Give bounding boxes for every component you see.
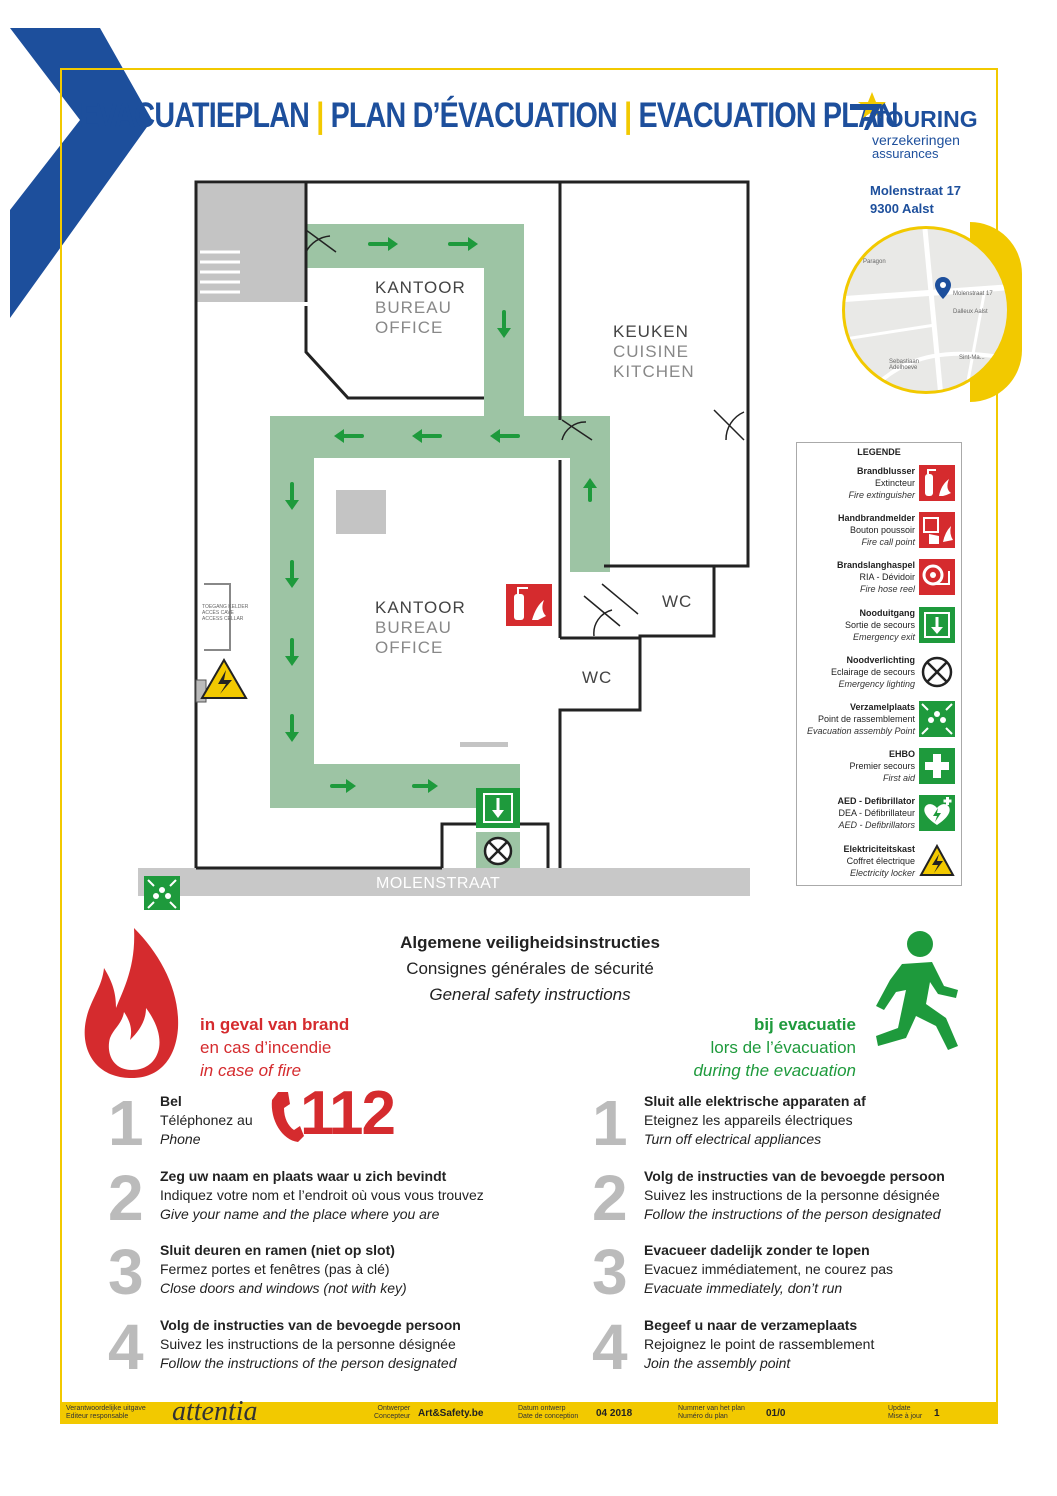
corner-chevron-decoration — [10, 28, 152, 318]
instructions-header: Algemene veiligheidsinstructies Consigne… — [400, 933, 660, 1004]
step-number: 2 — [592, 1161, 628, 1234]
arrow-up-icon — [583, 478, 597, 502]
location-map: Molenstraat 17 Dalleux Aalst Sebastiaan … — [842, 226, 1010, 394]
address: Molenstraat 17 9300 Aalst — [870, 183, 962, 216]
arrow-down-icon — [285, 560, 299, 588]
fire-extinguisher-icon — [506, 584, 552, 626]
step-number: 4 — [108, 1310, 144, 1383]
flame-icon — [84, 928, 179, 1078]
stairs-area — [196, 184, 306, 302]
street-band — [138, 868, 750, 896]
step-number: 3 — [592, 1236, 628, 1309]
arrow-left-icon — [334, 429, 364, 443]
attentia-logo: attentia — [172, 1396, 258, 1427]
fire-heading: in geval van brand en cas d’incendie in … — [200, 1015, 350, 1080]
first-aid-icon — [919, 748, 955, 785]
step-number: 1 — [108, 1087, 144, 1159]
route-arrows — [285, 237, 597, 793]
step-number: 3 — [108, 1236, 144, 1309]
electricity-icon — [200, 658, 248, 699]
doors — [305, 229, 745, 637]
room-label-wc-1: WC — [662, 592, 693, 611]
room-label-wc-2: WC — [582, 668, 613, 687]
floor-plan — [138, 180, 750, 910]
step-text: Volg de instructies van de bevoegde pers… — [160, 1316, 461, 1371]
stairs-icon — [200, 250, 240, 294]
touring-logo: TOURING verzekeringen assurances — [846, 90, 986, 161]
step-number: 4 — [592, 1310, 628, 1383]
assembly-point-icon — [144, 876, 180, 910]
fire-extinguisher-icon — [919, 465, 955, 501]
column — [336, 490, 386, 534]
arrow-down-icon — [285, 714, 299, 742]
arrow-down-icon — [285, 482, 299, 510]
room-label-kitchen: KEUKEN CUISINE KITCHEN — [613, 322, 695, 381]
emergency-exit-icon — [476, 788, 520, 828]
emergency-exit-icon — [919, 606, 955, 643]
defibrillator-icon — [919, 795, 955, 832]
walls — [194, 180, 750, 870]
room-label-office-top: KANTOOR BUREAU OFFICE — [375, 278, 466, 337]
street-label: MOLENSTRAAT — [376, 875, 501, 892]
step-text: Zeg uw naam en plaats waar u zich bevind… — [160, 1167, 484, 1222]
arrow-right-icon — [448, 237, 478, 251]
evacuation-heading: bij evacuatie lors de l’évacuation durin… — [693, 1015, 856, 1080]
room-label-office-main: KANTOOR BUREAU OFFICE — [375, 598, 466, 657]
cellar-access — [204, 583, 231, 651]
assembly-point-icon — [919, 701, 955, 737]
map-pin-icon — [935, 277, 951, 299]
arrow-down-icon — [497, 310, 511, 338]
title-nl: EVACUATIEPLAN — [80, 96, 310, 135]
step-text: Sluit deuren en ramen (niet op slot)Ferm… — [160, 1242, 407, 1297]
arrow-left-icon — [490, 429, 520, 443]
cellar-access-label: TOEGANG KELDER ACCÈS CAVE ACCESS CELLAR — [202, 604, 249, 622]
step-text: Volg de instructies van de bevoegde pers… — [644, 1167, 945, 1222]
fire-alarm-icon — [919, 512, 955, 549]
emergency-light-icon — [921, 656, 953, 688]
step-number: 1 — [592, 1087, 628, 1159]
arrow-right-icon — [412, 779, 438, 793]
title-fr: PLAN D’ÉVACUATION — [330, 96, 618, 135]
arrow-left-icon — [412, 429, 442, 443]
step-number: 2 — [108, 1161, 144, 1234]
touring-star-icon — [850, 92, 886, 130]
electricity-icon — [919, 843, 955, 876]
arrow-down-icon — [285, 638, 299, 666]
fire-hose-icon — [919, 559, 955, 596]
page-title: EVACUATIEPLAN | PLAN D’ÉVACUATION | EVAC… — [80, 96, 899, 135]
arrow-right-icon — [368, 237, 398, 251]
phone-icon — [271, 1092, 304, 1142]
running-man-icon — [876, 931, 958, 1050]
title-en: EVACUATION PLAN — [638, 96, 898, 135]
arrow-right-icon — [330, 779, 356, 793]
emergency-light-icon — [476, 832, 520, 868]
